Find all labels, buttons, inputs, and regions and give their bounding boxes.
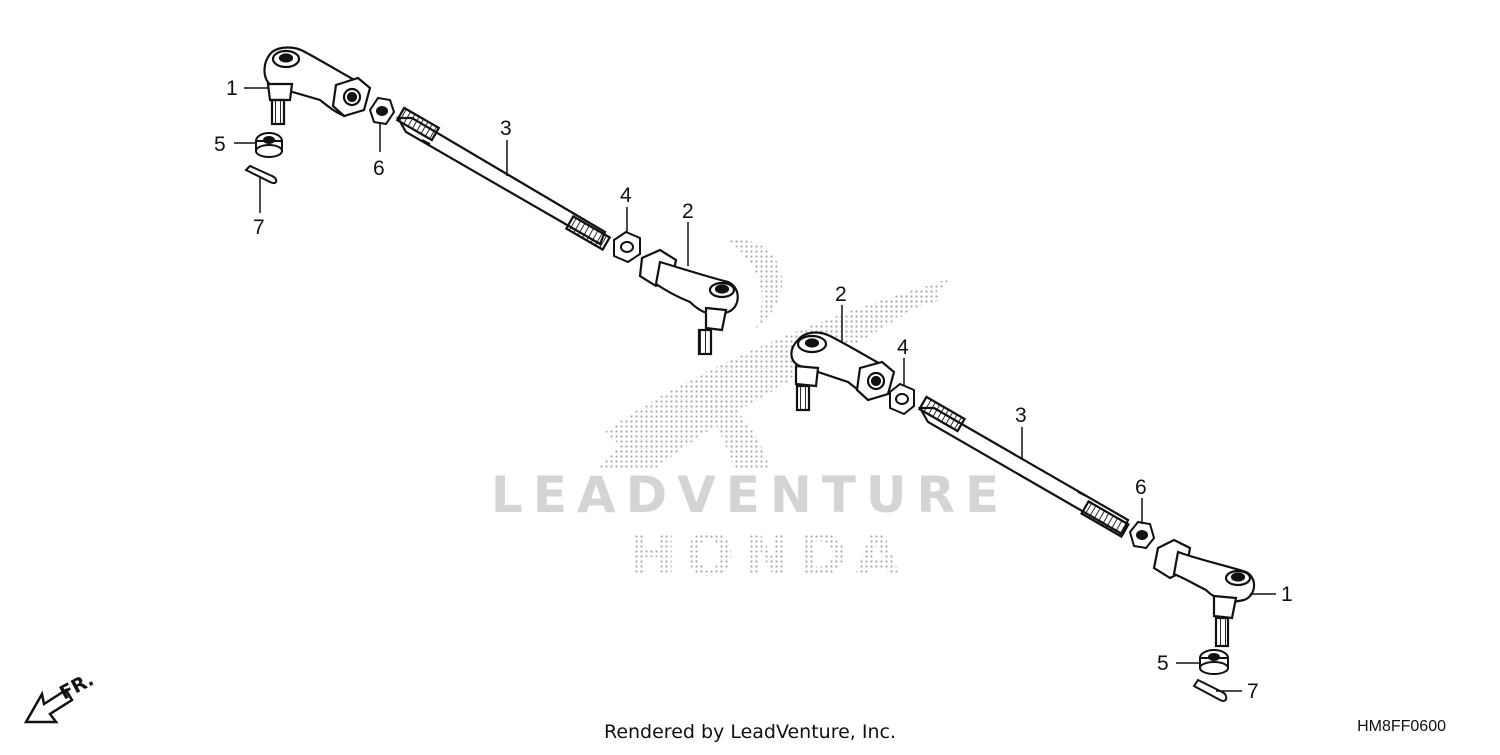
callout-2-middle: 2 <box>835 283 847 306</box>
hex-nut-upper <box>613 230 641 264</box>
callout-1-upper-left: 1 <box>226 77 238 100</box>
diagram-code: HM8FF0600 <box>1357 718 1446 735</box>
callout-7-lower: 7 <box>1247 680 1259 703</box>
lock-nut-lower <box>1128 520 1156 550</box>
callout-2-upper: 2 <box>682 200 694 223</box>
callout-4-middle: 4 <box>897 336 909 359</box>
watermark-top-text: LEADVENTURE <box>491 466 1009 524</box>
tie-rod-end-middle <box>790 331 896 412</box>
hex-nut-middle <box>889 382 915 416</box>
cotter-pin-lower <box>1192 678 1228 702</box>
callout-3-upper: 3 <box>500 117 512 140</box>
callout-1-lower-right: 1 <box>1281 583 1293 606</box>
lock-nut-upper-left <box>368 96 396 126</box>
castle-nut-upper-left <box>255 132 283 158</box>
rendered-by-credit: Rendered by LeadVenture, Inc. <box>604 721 896 743</box>
callout-6-upper-left: 6 <box>373 157 385 180</box>
callout-7-upper-left: 7 <box>253 216 265 239</box>
callout-3-lower: 3 <box>1015 404 1027 427</box>
tie-rod-end-upper-right <box>638 248 739 356</box>
honda-wing-watermark <box>595 239 950 470</box>
tie-rod-end-lower-right <box>1152 538 1256 648</box>
callout-4-upper: 4 <box>620 184 632 207</box>
tie-rod-end-upper-left <box>263 46 372 126</box>
callout-5-upper-left: 5 <box>214 133 226 156</box>
tie-rod-upper <box>395 106 612 252</box>
callout-5-lower: 5 <box>1157 652 1169 675</box>
watermark-honda-text: HONDA <box>628 521 907 589</box>
front-arrow-icon <box>23 688 74 724</box>
tie-rod-lower <box>917 395 1130 539</box>
castle-nut-lower <box>1199 649 1229 675</box>
callout-6-lower: 6 <box>1135 476 1147 499</box>
leader-lines <box>234 87 1276 692</box>
cotter-pin-upper-left <box>244 164 278 185</box>
